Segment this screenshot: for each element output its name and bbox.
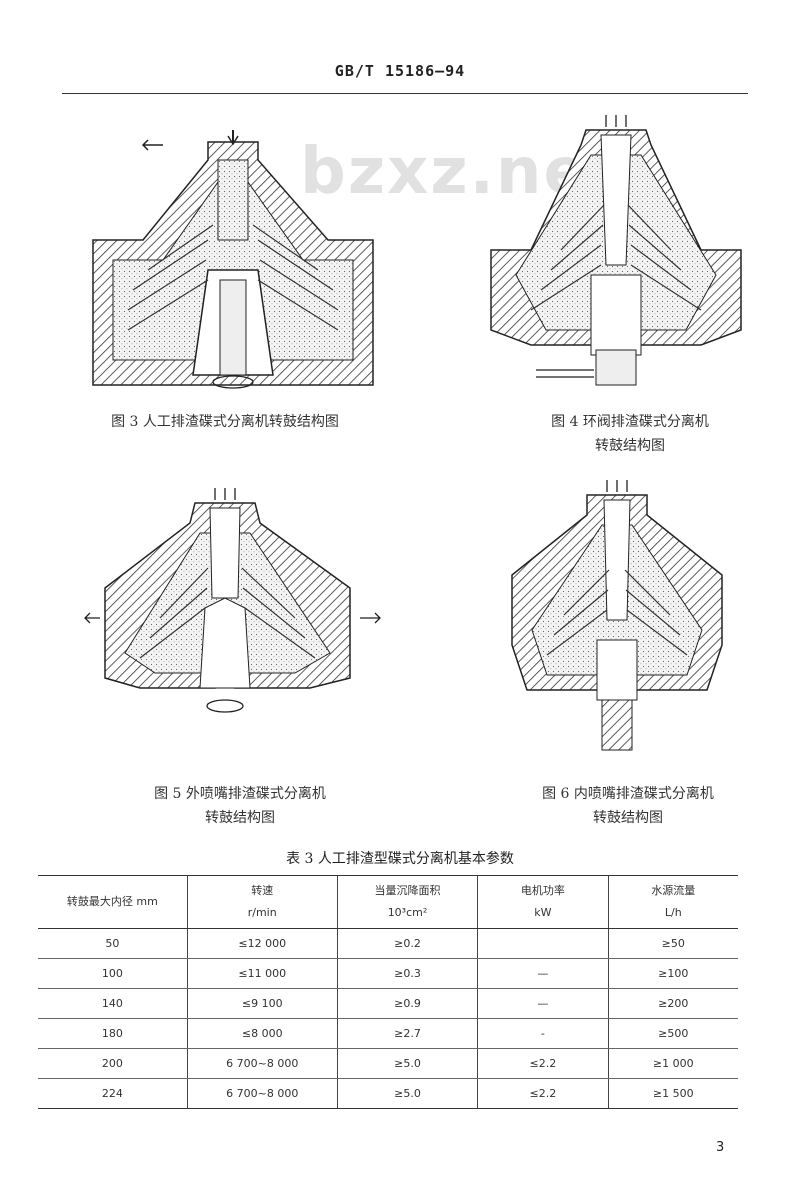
table-row: 140≤9 100≥0.9—≥200 [38, 988, 738, 1019]
table-cell: — [477, 958, 609, 989]
table-cell [477, 928, 609, 959]
figure-6-drawing [511, 480, 723, 751]
column-header-speed: 转速 r/min [186, 875, 338, 929]
figure-3-caption-line1: 图 3 人工排渣碟式分离机转鼓结构图 [111, 414, 339, 430]
column-header-flow: 水源流量 L/h [607, 875, 738, 929]
figure-4-drawing [490, 115, 742, 386]
column-header-diameter-label: 转鼓最大内径 mm [66, 895, 158, 908]
column-header-motor-power-unit: kW [534, 906, 552, 919]
table-title: 表 3 人工排渣型碟式分离机基本参数 [286, 851, 514, 867]
table-cell: ≥2.7 [336, 1018, 478, 1049]
figure-6-caption: 图 6 内喷嘴排渣碟式分离机 转鼓结构图 [498, 782, 758, 830]
figure-3-drawing [92, 130, 374, 389]
table-row: 100≤11 000≥0.3—≥100 [38, 958, 738, 989]
column-header-settling-area-label: 当量沉降面积 [374, 884, 441, 897]
column-header-motor-power-label: 电机功率 [520, 884, 565, 897]
figure-4-caption: 图 4 环阀排渣碟式分离机 转鼓结构图 [500, 410, 760, 458]
column-header-diameter: 转鼓最大内径 mm [38, 875, 188, 929]
table-cell: 180 [38, 1018, 188, 1049]
column-header-flow-label: 水源流量 [651, 884, 696, 897]
table-cell: ≥0.9 [336, 988, 478, 1019]
table-cell: ≤2.2 [477, 1048, 609, 1079]
table-cell: — [477, 988, 609, 1019]
table-cell: ≤2.2 [477, 1078, 609, 1109]
figure-3-caption: 图 3 人工排渣碟式分离机转鼓结构图 [60, 410, 390, 434]
table-header-row: 转鼓最大内径 mm 转速 r/min 当量沉降面积 10³cm² 电机功率 kW… [38, 875, 738, 929]
figure-4-caption-line1: 图 4 环阀排渣碟式分离机 [551, 414, 709, 430]
table-row: 180≤8 000≥2.7-≥500 [38, 1018, 738, 1049]
table-cell: ≤9 100 [186, 988, 338, 1019]
header-rule [62, 93, 748, 94]
figure-5-caption: 图 5 外喷嘴排渣碟式分离机 转鼓结构图 [90, 782, 390, 830]
table-cell: 6 700~8 000 [186, 1048, 338, 1079]
table-cell: 140 [38, 988, 188, 1019]
table-cell: 100 [38, 958, 188, 989]
table-cell: ≥200 [607, 988, 738, 1019]
figure-5-caption-line1: 图 5 外喷嘴排渣碟式分离机 [154, 786, 326, 802]
table-cell: ≥500 [607, 1018, 738, 1049]
figure-4-caption-line2: 转鼓结构图 [595, 438, 665, 454]
table-cell: ≥0.3 [336, 958, 478, 989]
column-header-speed-label: 转速 [251, 884, 274, 897]
table-cell: ≥5.0 [336, 1048, 478, 1079]
column-header-flow-unit: L/h [664, 906, 682, 919]
table-cell: ≥100 [607, 958, 738, 989]
parameters-table: 转鼓最大内径 mm 转速 r/min 当量沉降面积 10³cm² 电机功率 kW… [38, 875, 738, 1109]
column-header-speed-unit: r/min [247, 906, 277, 919]
table-row: 50≤12 000≥0.2 ≥50 [38, 928, 738, 959]
figure-5-caption-line2: 转鼓结构图 [205, 810, 275, 826]
table-cell: ≤11 000 [186, 958, 338, 989]
table-cell: ≤12 000 [186, 928, 338, 959]
table-cell: ≤8 000 [186, 1018, 338, 1049]
page-number: 3 [716, 1140, 725, 1155]
table-cell: 50 [38, 928, 188, 959]
column-header-settling-area: 当量沉降面积 10³cm² [336, 875, 478, 929]
table-cell: ≥1 000 [607, 1048, 738, 1079]
column-header-motor-power: 电机功率 kW [477, 875, 609, 929]
table-cell: ≥0.2 [336, 928, 478, 959]
table-cell: 200 [38, 1048, 188, 1079]
figure-6-caption-line1: 图 6 内喷嘴排渣碟式分离机 [542, 786, 714, 802]
column-header-settling-area-unit: 10³cm² [387, 906, 428, 919]
table-cell: ≥5.0 [336, 1078, 478, 1109]
figure-6-caption-line2: 转鼓结构图 [593, 810, 663, 826]
table-cell: - [477, 1018, 609, 1049]
standard-header: GB/T 15186—94 [334, 62, 466, 80]
table-cell: 6 700~8 000 [186, 1078, 338, 1109]
table-cell: ≥50 [607, 928, 738, 959]
table-cell: ≥1 500 [607, 1078, 738, 1109]
figure-5-drawing [84, 488, 381, 713]
table-cell: 224 [38, 1078, 188, 1109]
